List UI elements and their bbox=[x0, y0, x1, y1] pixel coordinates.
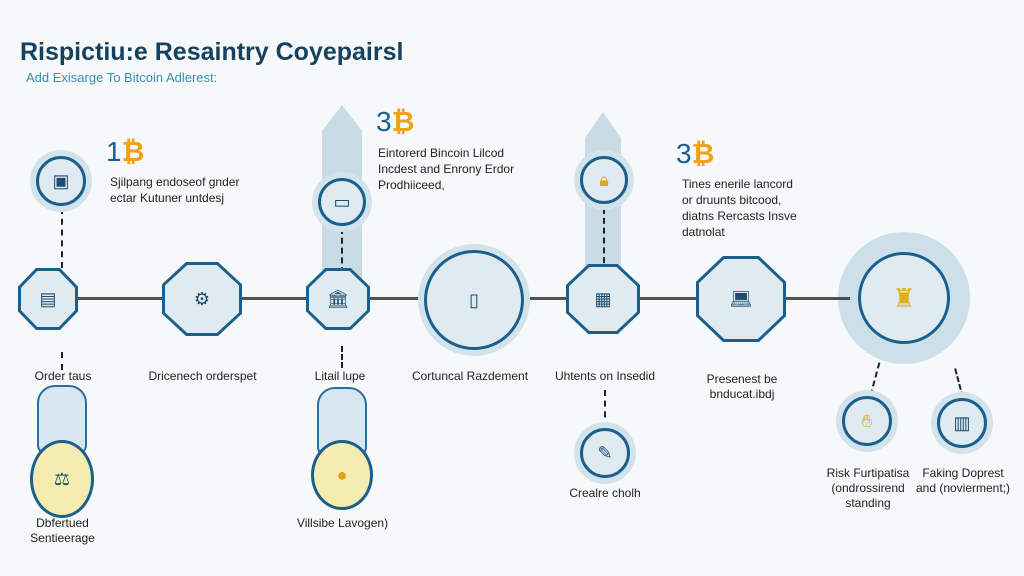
lock-icon: 🔒︎ bbox=[599, 169, 609, 190]
step-1-text: Sjilpang endoseof gnder ectar Kutuner un… bbox=[110, 175, 240, 205]
atm-icon: ▣ bbox=[52, 170, 70, 191]
exchange-icon: ♜ bbox=[892, 282, 916, 313]
step-1-number: 1₿ bbox=[106, 136, 145, 167]
connector bbox=[954, 368, 964, 398]
laptop-icon: 💻︎ bbox=[729, 288, 753, 309]
lock-node[interactable]: 🔒︎ bbox=[580, 156, 628, 204]
bottom-label: Dbfertued Sentieerage bbox=[30, 516, 95, 545]
connector bbox=[341, 228, 343, 283]
connector bbox=[603, 208, 605, 273]
bottom-node-3[interactable]: ✎ bbox=[580, 428, 630, 478]
step-2-number: 3₿ bbox=[376, 106, 415, 137]
main-label: Dricenech orderspet bbox=[148, 369, 257, 383]
bottom-node-2[interactable]: ● bbox=[311, 440, 373, 510]
page-subtitle: Add Exisarge To Bitcoin Adlerest: bbox=[26, 70, 218, 85]
bottom-node-5[interactable]: ▥ bbox=[937, 398, 987, 448]
bitcoin-icon: ₿ bbox=[121, 136, 145, 167]
connector bbox=[341, 346, 343, 368]
main-node-7[interactable]: ♜ bbox=[858, 252, 950, 344]
people-icon: ⚖ bbox=[53, 468, 71, 489]
atm-node[interactable]: ▣ bbox=[36, 156, 86, 206]
step-2-text: Eintorerd Bincoin Lilcod Incdest and Enr… bbox=[378, 146, 515, 192]
main-node-3[interactable]: 🏛︎ bbox=[306, 268, 370, 330]
bitcoin-icon: ₿ bbox=[691, 138, 715, 169]
robot-icon: ⚙ bbox=[193, 288, 211, 309]
main-node-5[interactable]: ▦ bbox=[566, 264, 640, 334]
bottom-label: Risk Furtipatisa (ondrossirend standing bbox=[826, 466, 910, 510]
bank-icon: 🏛︎ bbox=[326, 288, 350, 309]
bottom-node-1[interactable]: ⚖ bbox=[30, 440, 94, 518]
page-title: Rispictiu:e Resaintry Coyepairsl bbox=[20, 38, 404, 66]
step-3-text: Tines enerile lancord or druunts bitcood… bbox=[682, 177, 797, 239]
main-node-4[interactable]: ▯ bbox=[424, 250, 524, 350]
bitcoin-icon: ₿ bbox=[391, 106, 415, 137]
bottom-node-4[interactable]: ✋︎ bbox=[842, 396, 892, 446]
connector bbox=[869, 362, 881, 396]
chart-icon: ✎ bbox=[597, 442, 613, 463]
step-3-number: 3₿ bbox=[676, 138, 715, 169]
connector bbox=[61, 352, 63, 370]
hand-icon: ✋︎ bbox=[861, 410, 873, 431]
bottom-label: Villsibe Lavogen) bbox=[296, 516, 389, 530]
terminal-icon: ▤ bbox=[39, 288, 57, 309]
main-label: Presenest be bnducat.ibdj bbox=[706, 372, 778, 401]
device-icon: ▦ bbox=[594, 288, 612, 309]
phone-icon: ▥ bbox=[953, 412, 971, 433]
main-label: Order taus bbox=[34, 369, 92, 383]
connector bbox=[604, 390, 606, 428]
connector bbox=[61, 208, 63, 268]
bottom-label: Crealre cholh bbox=[569, 486, 641, 500]
bottom-label: Faking Doprest and (novierment;) bbox=[915, 466, 1011, 495]
card-node[interactable]: ▭ bbox=[318, 178, 366, 226]
main-node-6[interactable]: 💻︎ bbox=[696, 256, 786, 342]
main-label: Litail lupe bbox=[314, 369, 366, 383]
phone-icon: ▯ bbox=[469, 289, 479, 310]
main-node-2[interactable]: ⚙ bbox=[162, 262, 242, 336]
card-icon: ▭ bbox=[333, 191, 351, 212]
main-node-1[interactable]: ▤ bbox=[18, 268, 78, 330]
bag-icon: ● bbox=[336, 464, 348, 485]
main-label: Cortuncal Razdement bbox=[411, 369, 529, 383]
main-label: Uhtents on Insedid bbox=[554, 369, 656, 383]
